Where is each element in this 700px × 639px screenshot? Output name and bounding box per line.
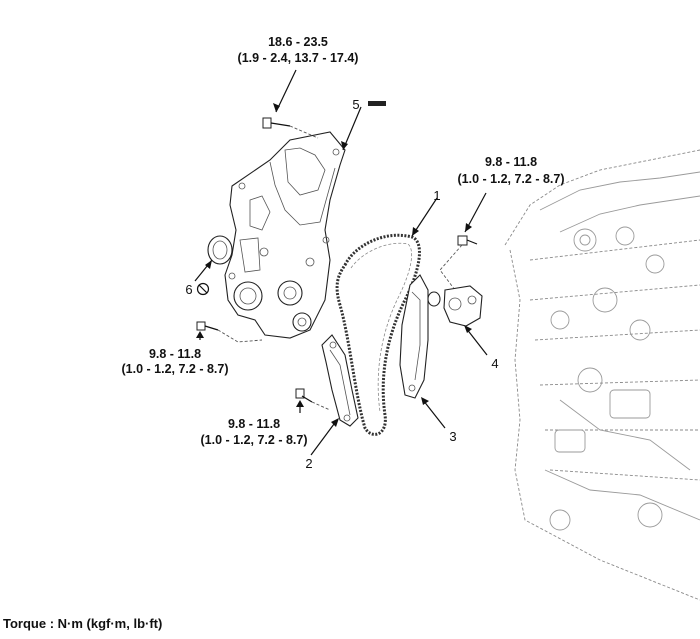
cover-lower-bolt: [196, 321, 263, 343]
cover-bolt-torque-nm: 18.6 - 23.5: [268, 35, 328, 49]
callout-1: 1: [433, 188, 440, 203]
callout-3: 3: [449, 429, 456, 444]
callout-6: 6: [185, 282, 192, 297]
guide-bolt-torque-nm: 9.8 - 11.8: [228, 417, 280, 431]
cover-bolt-torque-alt: (1.9 - 2.4, 13.7 - 17.4): [238, 51, 359, 65]
callout-5: 5: [352, 97, 359, 112]
guide-bolt-torque-alt: (1.0 - 1.2, 7.2 - 8.7): [201, 433, 308, 447]
oil-seal: [207, 235, 233, 265]
torque-units-note: Torque : N·m (kgf·m, lb·ft): [3, 616, 163, 631]
do-not-reuse-icon: [196, 282, 210, 296]
chain-guide: [321, 334, 359, 427]
engine-block-outline: [504, 149, 700, 601]
callout-4: 4: [491, 356, 498, 371]
cover-upper-bolt: [262, 117, 319, 139]
sealant-bolt: [368, 101, 386, 106]
timing-chain: [335, 233, 421, 436]
tensioner-bolt: [439, 235, 478, 291]
tensioner-arm: [399, 274, 429, 399]
tensioner-bolt-torque-alt: (1.0 - 1.2, 7.2 - 8.7): [458, 172, 565, 186]
guide-bolt: [295, 388, 331, 411]
chain-tensioner: [427, 285, 483, 327]
cover-lower-bolt-torque-nm: 9.8 - 11.8: [149, 347, 201, 361]
tensioner-bolt-torque-nm: 9.8 - 11.8: [485, 155, 537, 169]
callout-2: 2: [305, 456, 312, 471]
cover-lower-bolt-torque-alt: (1.0 - 1.2, 7.2 - 8.7): [122, 362, 229, 376]
leader-lines: [194, 69, 488, 456]
timing-chain-cover: [224, 131, 346, 339]
